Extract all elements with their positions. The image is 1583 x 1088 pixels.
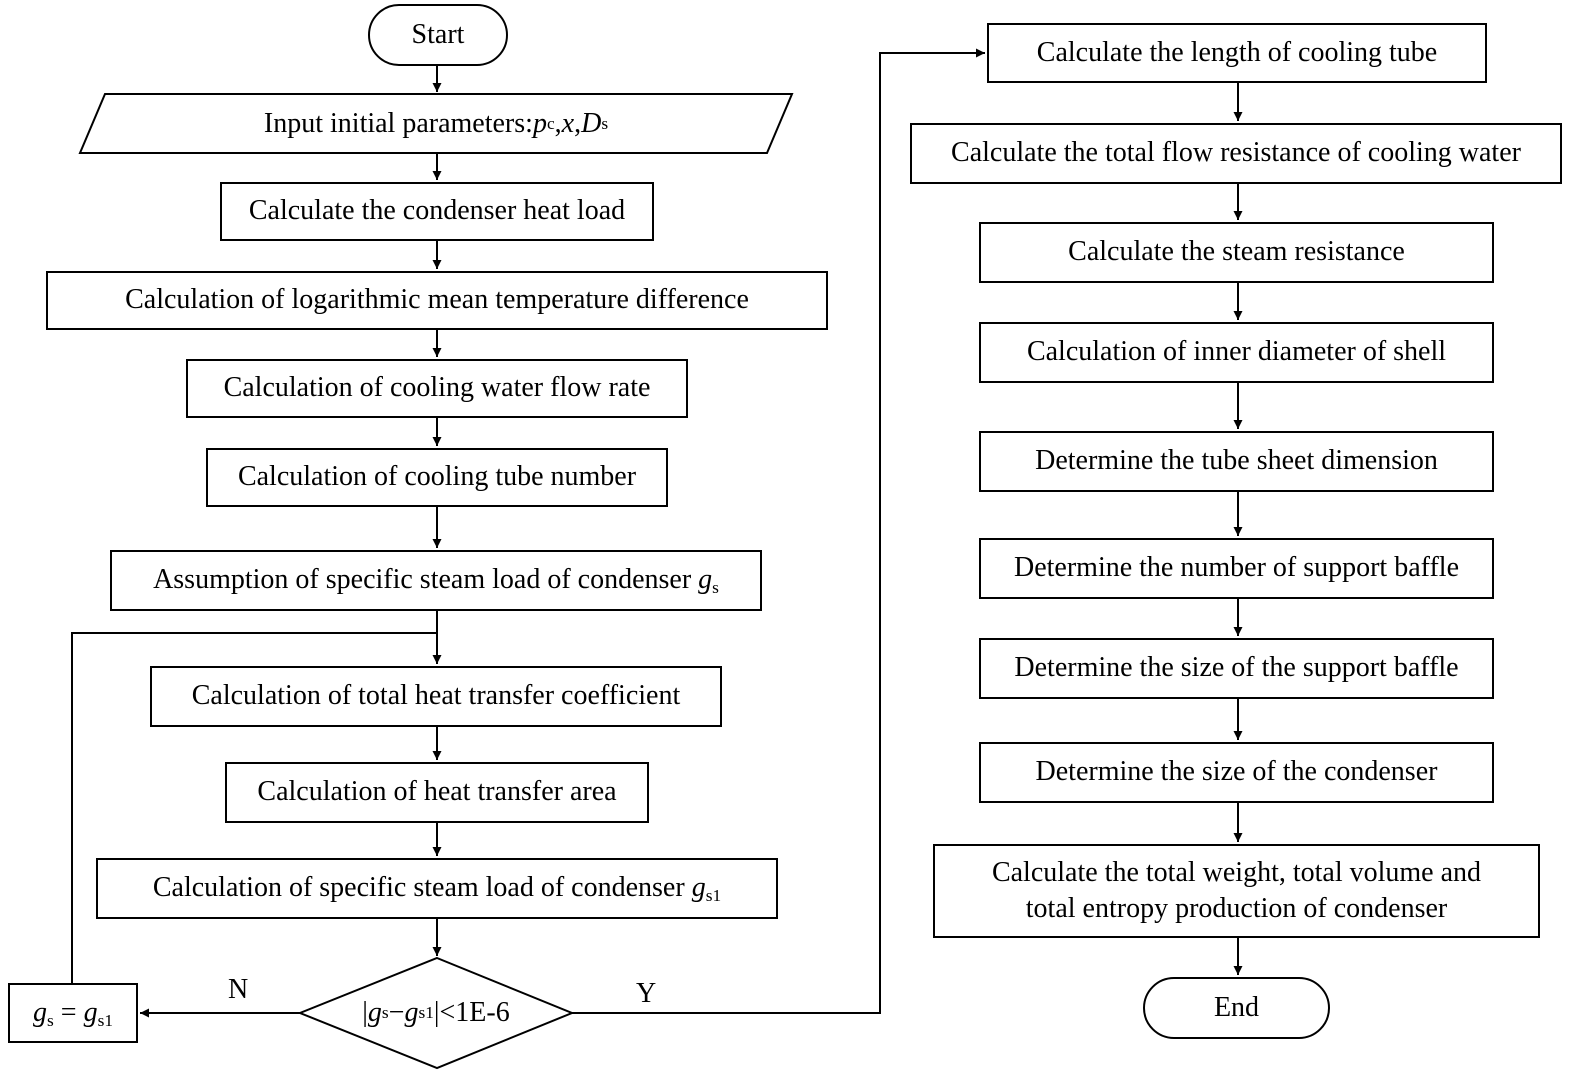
input-var-d: D <box>581 107 602 139</box>
update-var-g1: g <box>33 996 47 1028</box>
lmtd-box: Calculation of logarithmic mean temperat… <box>46 271 828 330</box>
heat-load-box: Calculate the condenser heat load <box>220 182 654 241</box>
assume-gs-var: g <box>698 564 713 596</box>
gs1-box: Calculation of specific steam load of co… <box>96 858 778 919</box>
baffle-number-box: Determine the number of support baffle <box>979 538 1494 599</box>
htc-box: Calculation of total heat transfer coeff… <box>150 666 722 727</box>
decision-bar-left: | <box>362 997 368 1028</box>
flow-resistance-label: Calculate the total flow resistance of c… <box>951 137 1521 169</box>
decision-var-g2: g <box>404 997 419 1028</box>
end-label: End <box>1213 991 1260 1023</box>
condenser-size-label: Determine the size of the condenser <box>1035 756 1438 788</box>
tube-number-box: Calculation of cooling tube number <box>206 448 668 507</box>
input-sep-2: , <box>574 107 582 139</box>
input-parallelogram <box>78 93 794 154</box>
assume-gs-label: Assumption of specific steam load of con… <box>153 564 699 596</box>
steam-resistance-box: Calculate the steam resistance <box>979 222 1494 283</box>
area-label: Calculation of heat transfer area <box>257 776 617 808</box>
shell-diameter-box: Calculation of inner diameter of shell <box>979 322 1494 383</box>
assume-gs-sub: s <box>712 578 719 598</box>
update-gs-box: gs = gs1 <box>8 983 138 1043</box>
decision-diamond <box>297 956 575 1070</box>
start-terminal: Start <box>368 4 508 66</box>
assume-gs-box: Assumption of specific steam load of con… <box>110 550 762 611</box>
update-equals: = <box>53 996 84 1028</box>
update-var-g2: g <box>83 996 98 1028</box>
input-var-x: x <box>561 107 575 139</box>
decision-var-g1: g <box>367 997 382 1028</box>
branch-label-no: N <box>228 974 249 1005</box>
heat-load-label: Calculate the condenser heat load <box>248 195 626 227</box>
flow-resistance-box: Calculate the total flow resistance of c… <box>910 123 1562 184</box>
decision-threshold: |<1E-6 <box>433 997 510 1028</box>
condenser-size-box: Determine the size of the condenser <box>979 742 1494 803</box>
totals-label-line-2: total entropy production of condenser <box>1025 893 1448 924</box>
input-var-p: p <box>532 107 547 139</box>
input-label: Input initial parameters: <box>263 107 533 139</box>
update-var-g2-sub: s1 <box>97 1010 113 1030</box>
tube-length-label: Calculate the length of cooling tube <box>1036 36 1438 68</box>
lmtd-label: Calculation of logarithmic mean temperat… <box>125 284 749 316</box>
input-sep-1: , <box>554 107 562 139</box>
baffle-size-label: Determine the size of the support baffle <box>1014 652 1459 684</box>
update-var-g1-sub: s <box>47 1010 54 1030</box>
water-flow-box: Calculation of cooling water flow rate <box>186 359 688 418</box>
arrow-loop-back <box>71 632 437 983</box>
gs1-sub: s1 <box>705 886 722 906</box>
tube-sheet-box: Determine the tube sheet dimension <box>979 431 1494 492</box>
arrow-decision-to-tube-length <box>572 48 985 1014</box>
baffle-number-label: Determine the number of support baffle <box>1013 552 1459 584</box>
tube-sheet-label: Determine the tube sheet dimension <box>1035 445 1438 477</box>
area-box: Calculation of heat transfer area <box>225 762 649 823</box>
gs1-var: g <box>691 872 706 904</box>
baffle-size-box: Determine the size of the support baffle <box>979 638 1494 699</box>
branch-label-yes: Y <box>636 978 657 1009</box>
htc-label: Calculation of total heat transfer coeff… <box>191 680 681 712</box>
totals-label-line-1: Calculate the total weight, total volume… <box>991 856 1482 888</box>
gs1-label: Calculation of specific steam load of co… <box>152 872 692 904</box>
end-terminal: End <box>1143 977 1330 1039</box>
shell-diameter-label: Calculation of inner diameter of shell <box>1026 336 1447 368</box>
water-flow-label: Calculation of cooling water flow rate <box>223 372 651 404</box>
decision-minus: − <box>388 997 405 1028</box>
start-label: Start <box>411 18 465 50</box>
tube-number-label: Calculation of cooling tube number <box>237 461 637 493</box>
steam-resistance-label: Calculate the steam resistance <box>1068 236 1405 268</box>
tube-length-box: Calculate the length of cooling tube <box>987 23 1487 83</box>
totals-box: Calculate the total weight, total volume… <box>933 844 1540 938</box>
